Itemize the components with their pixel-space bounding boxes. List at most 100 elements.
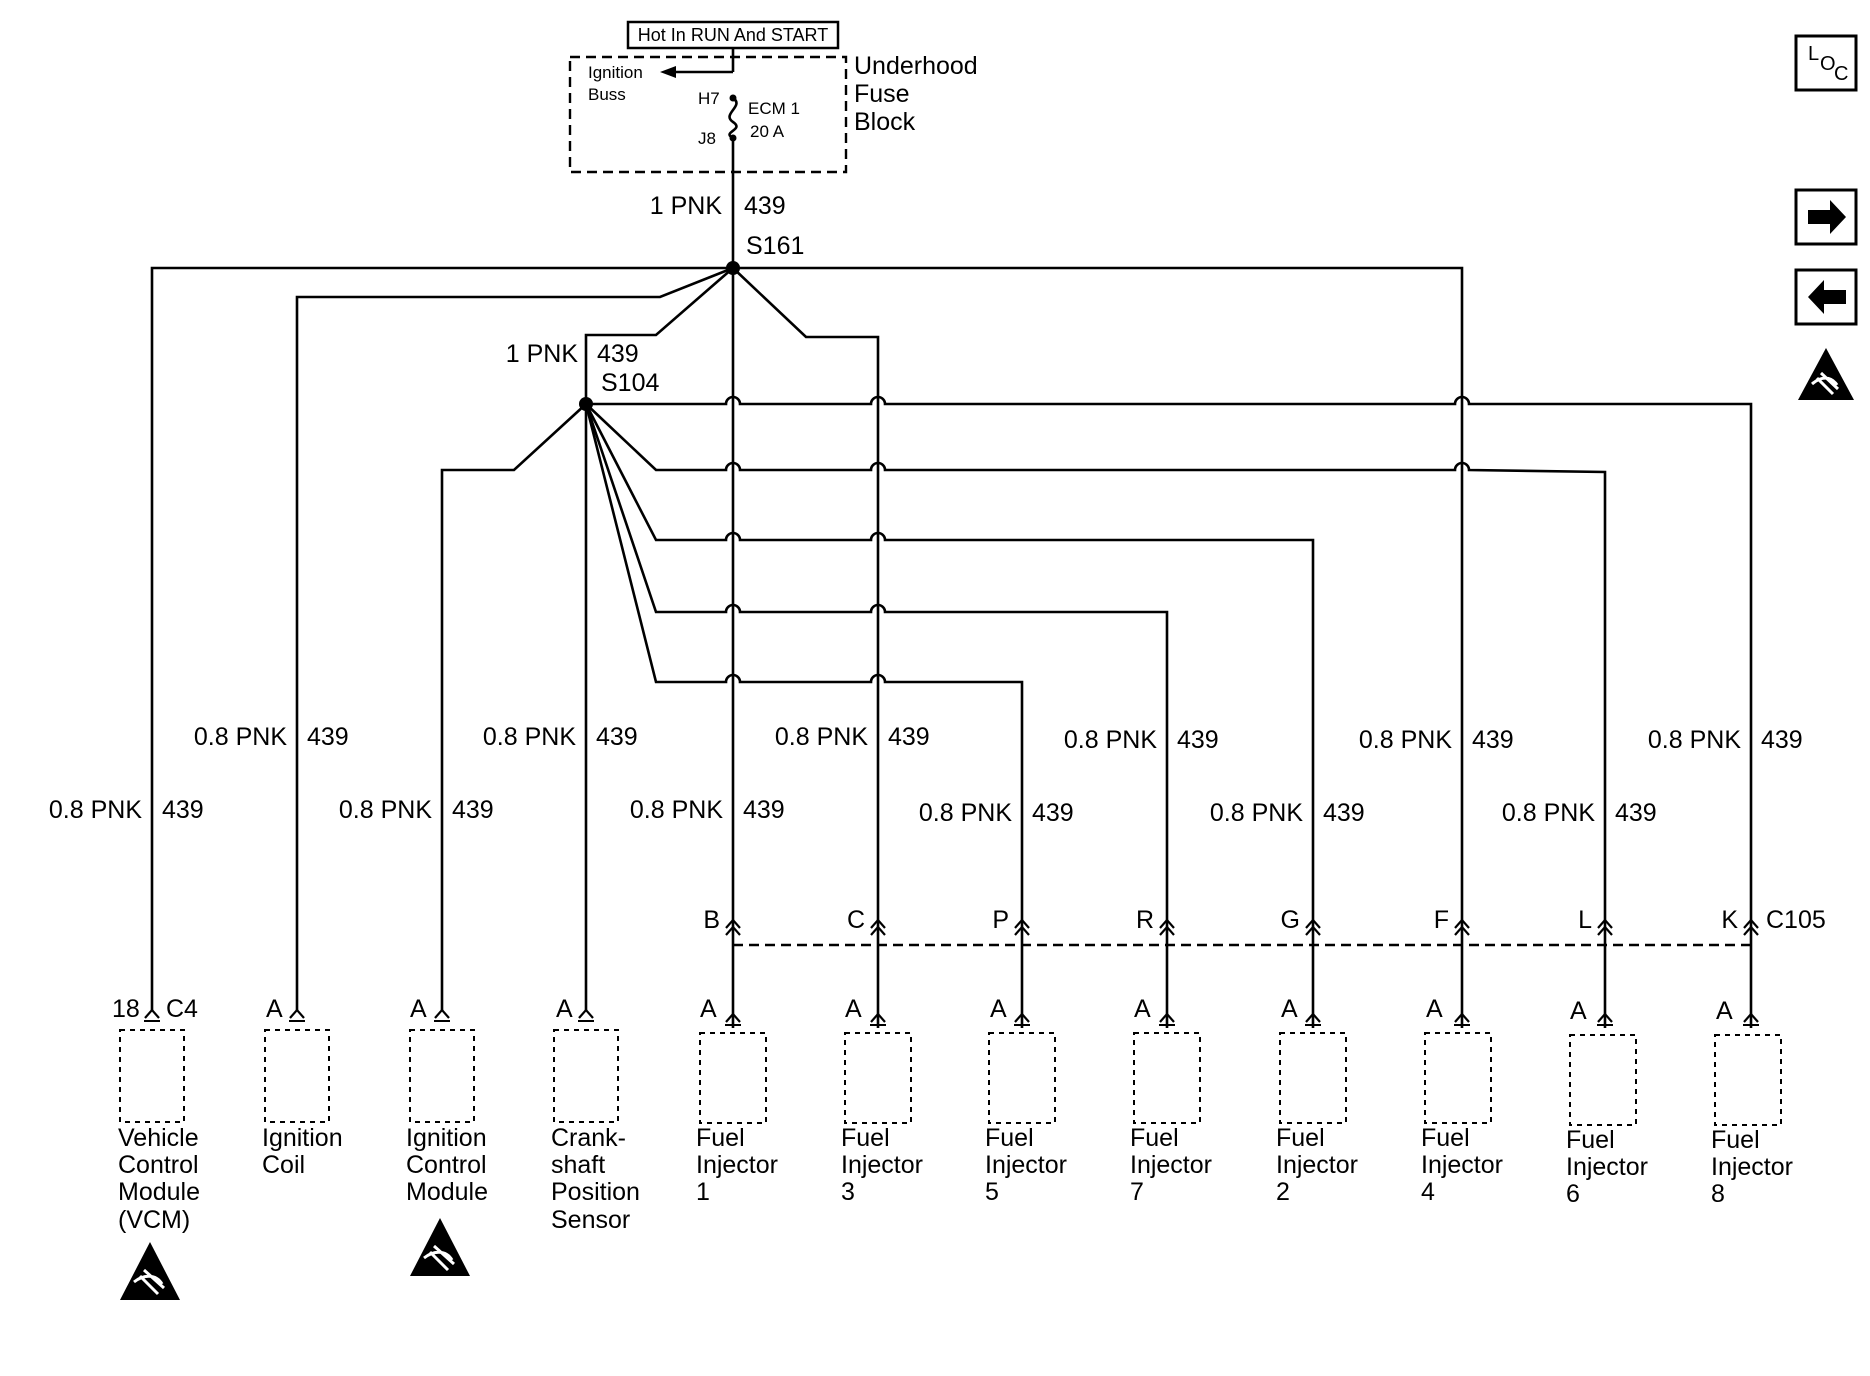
wire-label-gauge: 0.8 PNK xyxy=(775,723,868,751)
component-ignition-control-module: A Ignition Control Module xyxy=(406,995,488,1206)
c105-terminal xyxy=(1159,918,1175,936)
splice-s104 xyxy=(579,397,593,411)
wire-label-gauge: 0.8 PNK xyxy=(1210,799,1303,827)
c105-terminal xyxy=(1305,918,1321,936)
component-label: Injector xyxy=(841,1151,923,1179)
splice-s161 xyxy=(726,261,740,275)
component-label: Injector xyxy=(1276,1151,1358,1179)
fuse-pin-h7: H7 xyxy=(698,89,720,108)
component-terminal xyxy=(870,1012,886,1023)
loc-main: L xyxy=(1808,43,1819,65)
wire-labels: 0.8 PNK 439 0.8 PNK 439 0.8 PNK 439 0.8 … xyxy=(49,723,1803,827)
component-fuel-injector-6: A Fuel Injector 6 xyxy=(1566,997,1648,1208)
component-terminal xyxy=(1743,1012,1759,1023)
components: 18 C4 Vehicle Control Module (VCM) A Ign… xyxy=(112,995,1793,1234)
component-outline xyxy=(119,1029,185,1123)
component-label: Module xyxy=(118,1178,200,1206)
c105-terminal xyxy=(1454,918,1470,936)
component-label: Ignition xyxy=(406,1124,487,1152)
component-pin: A xyxy=(1281,995,1298,1023)
component-outline xyxy=(844,1032,912,1124)
underhood-fuse-block: Hot In RUN And START Ignition Buss H7 J8… xyxy=(568,20,978,174)
fuse-name: ECM 1 xyxy=(748,99,800,118)
component-outline xyxy=(1714,1034,1782,1126)
component-outline xyxy=(264,1029,330,1123)
s104-gauge: 1 PNK xyxy=(506,340,579,368)
wire-label-circuit: 439 xyxy=(452,796,494,824)
wire-label-circuit: 439 xyxy=(1032,799,1074,827)
component-outline xyxy=(699,1032,767,1124)
component-label: Crank- xyxy=(551,1124,626,1152)
component-outline xyxy=(1424,1032,1492,1124)
wire-label-gauge: 0.8 PNK xyxy=(339,796,432,824)
loc-sub1: O xyxy=(1820,53,1836,75)
component-pin: A xyxy=(700,995,717,1023)
wire-label-circuit: 439 xyxy=(1761,726,1803,754)
component-label: 4 xyxy=(1421,1178,1435,1206)
wire-label-circuit: 439 xyxy=(888,723,930,751)
component-fuel-injector-3: A Fuel Injector 3 xyxy=(841,995,923,1206)
left-arrow-icon xyxy=(1808,280,1846,314)
component-label: shaft xyxy=(551,1151,605,1179)
wire-label-gauge: 0.8 PNK xyxy=(483,723,576,751)
loc-button[interactable]: L O C xyxy=(1794,34,1858,92)
wire-label-circuit: 439 xyxy=(1177,726,1219,754)
esd-warning-icon xyxy=(410,1218,470,1276)
feed-gauge: 1 PNK xyxy=(650,192,723,220)
next-button[interactable] xyxy=(1794,188,1858,246)
c105-terminal xyxy=(725,918,741,936)
buss-arrow-icon xyxy=(660,66,676,78)
component-fuel-injector-8: A Fuel Injector 8 xyxy=(1711,997,1793,1208)
component-crankshaft-position-sensor: A Crank- shaft Position Sensor xyxy=(551,995,640,1234)
wire-label-gauge: 0.8 PNK xyxy=(1064,726,1157,754)
component-outline xyxy=(1569,1034,1637,1126)
component-pin: A xyxy=(990,995,1007,1023)
connector-c105: B C P R G F L K C105 xyxy=(703,906,1826,947)
component-terminal xyxy=(578,1008,594,1019)
component-terminal xyxy=(1159,1012,1175,1023)
component-label: Injector xyxy=(696,1151,778,1179)
s104-circuit: 439 xyxy=(597,340,639,368)
feed-wire: 1 PNK 439 S161 xyxy=(650,138,804,268)
component-terminal xyxy=(144,1008,160,1019)
wire-label-gauge: 0.8 PNK xyxy=(1648,726,1741,754)
component-label: Injector xyxy=(1566,1153,1648,1181)
c105-pin: C xyxy=(847,906,865,934)
splice-s104-label: S104 xyxy=(601,369,659,397)
hot-label: Hot In RUN And START xyxy=(638,25,828,45)
component-outline xyxy=(553,1029,619,1123)
wire-label-gauge: 0.8 PNK xyxy=(1359,726,1452,754)
component-label: Vehicle xyxy=(118,1124,199,1152)
fuse-rating: 20 A xyxy=(750,122,785,141)
component-pin: A xyxy=(556,995,573,1023)
component-label: Fuel xyxy=(1421,1124,1470,1152)
component-connector: C4 xyxy=(166,995,198,1023)
component-label: Position xyxy=(551,1178,640,1206)
component-terminal xyxy=(434,1008,450,1019)
component-pin: A xyxy=(1570,997,1587,1025)
component-vcm: 18 C4 Vehicle Control Module (VCM) xyxy=(112,995,200,1234)
esd-warning-icon[interactable] xyxy=(1798,348,1854,400)
component-fuel-injector-4: A Fuel Injector 4 xyxy=(1421,995,1503,1206)
fuse-block-name-1: Underhood xyxy=(854,52,978,80)
c105-name: C105 xyxy=(1766,906,1826,934)
component-ignition-coil: A Ignition Coil xyxy=(262,995,343,1179)
component-terminal xyxy=(1305,1012,1321,1023)
component-pin: A xyxy=(845,995,862,1023)
component-label: Ignition xyxy=(262,1124,343,1152)
prev-button[interactable] xyxy=(1794,268,1858,326)
wire-label-circuit: 439 xyxy=(307,723,349,751)
component-label: Injector xyxy=(985,1151,1067,1179)
component-fuel-injector-2: A Fuel Injector 2 xyxy=(1276,995,1358,1206)
wire-label-circuit: 439 xyxy=(743,796,785,824)
component-terminal xyxy=(725,1012,741,1023)
c105-pin: B xyxy=(703,906,720,934)
c105-pin: G xyxy=(1281,906,1300,934)
c105-pin: K xyxy=(1721,906,1738,934)
wire-label-circuit: 439 xyxy=(1472,726,1514,754)
component-outline xyxy=(1279,1032,1347,1124)
splice-s161-label: S161 xyxy=(746,232,804,260)
wire-label-circuit: 439 xyxy=(162,796,204,824)
c105-to-injectors xyxy=(731,950,1753,1028)
